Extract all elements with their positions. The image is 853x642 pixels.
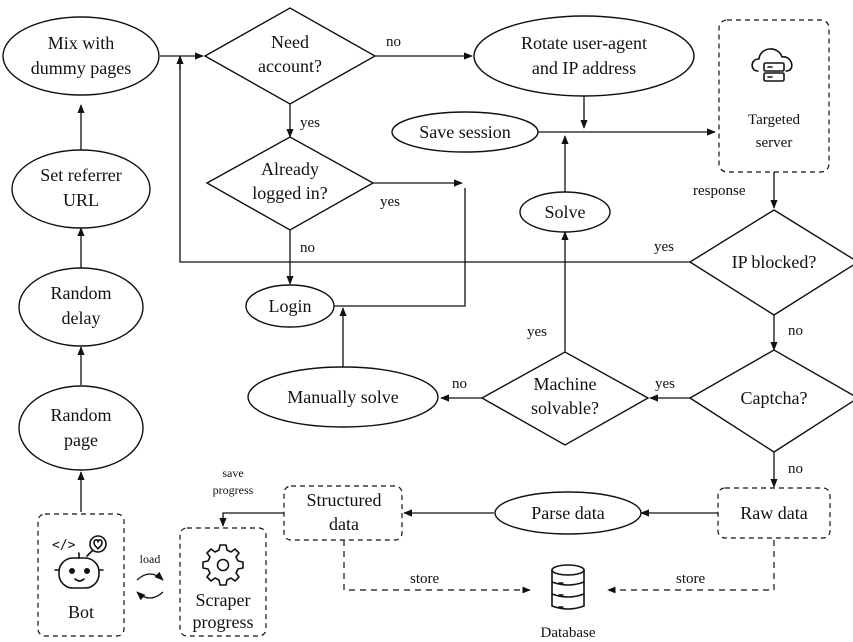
- node-raw-data: Raw data: [717, 487, 831, 539]
- label-no-rotate: no: [386, 34, 401, 50]
- edge-ip-blocked-to-mix: [179, 56, 690, 263]
- label-no-login: no: [300, 240, 315, 256]
- logged-line-1: Already: [261, 159, 319, 179]
- random-page-line-2: page: [64, 430, 98, 450]
- server-line-2: server: [756, 135, 793, 151]
- machine-line-2: solvable?: [531, 398, 599, 418]
- solve-text: Solve: [544, 202, 585, 222]
- login-text: Login: [269, 296, 312, 316]
- node-database: Database: [541, 564, 596, 641]
- gear-icon: [202, 544, 244, 586]
- edge-structured-to-progress: [219, 512, 284, 527]
- edge-raw-to-database: [607, 540, 775, 594]
- label-no-manual: no: [452, 376, 467, 392]
- label-no-raw: no: [788, 461, 803, 477]
- edge-login-to-save: [334, 188, 466, 307]
- node-captcha: Captcha?: [688, 349, 853, 453]
- label-save-progress-1: save: [222, 466, 243, 480]
- structured-line-1: Structured: [307, 490, 382, 510]
- node-parse-data: Parse data: [494, 491, 642, 535]
- need-account-line-1: Need: [271, 32, 309, 52]
- referrer-line-2: URL: [63, 190, 99, 210]
- node-scraper-progress: Scraper progress: [179, 527, 267, 637]
- rotate-line-1: Rotate user-agent: [521, 33, 647, 53]
- machine-line-1: Machine: [534, 374, 597, 394]
- referrer-line-1: Set referrer: [40, 165, 121, 185]
- label-load: load: [140, 552, 161, 566]
- nodes: Mix with dummy pages Need account? Rotat…: [2, 7, 853, 641]
- save-session-text: Save session: [419, 122, 511, 142]
- mix-line-2: dummy pages: [31, 58, 132, 78]
- random-page-line-1: Random: [51, 405, 112, 425]
- need-account-line-2: account?: [258, 56, 322, 76]
- label-yes-solve: yes: [527, 324, 547, 340]
- node-solve: Solve: [519, 191, 611, 233]
- captcha-text: Captcha?: [741, 388, 808, 408]
- ip-blocked-text: IP blocked?: [732, 252, 817, 272]
- node-already-logged-in: Already logged in?: [205, 136, 375, 231]
- manual-text: Manually solve: [287, 387, 398, 407]
- server-line-1: Targeted: [748, 112, 800, 128]
- mix-line-1: Mix with: [48, 33, 115, 53]
- label-yes-machine: yes: [655, 376, 675, 392]
- node-ip-blocked: IP blocked?: [688, 209, 853, 316]
- edge-labels: no yes yes no response yes no yes yes no…: [140, 34, 803, 587]
- svg-text:</>: </>: [52, 538, 76, 553]
- progress-line-1: Scraper: [196, 590, 251, 610]
- rotate-line-2: and IP address: [532, 58, 636, 78]
- node-structured-data: Structured data: [283, 485, 403, 541]
- label-store-right: store: [676, 571, 706, 587]
- label-no-captcha: no: [788, 323, 803, 339]
- robot-icon: </>: [52, 535, 107, 589]
- cloud-server-icon: [751, 48, 793, 82]
- node-need-account: Need account?: [203, 7, 377, 105]
- label-store-left: store: [410, 571, 440, 587]
- raw-text: Raw data: [740, 503, 807, 523]
- load-arrow-top: [136, 571, 164, 581]
- progress-line-2: progress: [193, 612, 254, 632]
- delay-line-1: Random: [51, 283, 112, 303]
- database-text: Database: [541, 625, 596, 641]
- parse-text: Parse data: [531, 503, 604, 523]
- label-response: response: [693, 183, 746, 199]
- node-mix-dummy-pages: Mix with dummy pages: [2, 16, 160, 96]
- label-save-progress-2: progress: [213, 483, 254, 497]
- edge-structured-to-database: [343, 540, 531, 594]
- node-random-page: Random page: [18, 385, 144, 471]
- node-save-session: Save session: [391, 111, 539, 153]
- label-yes-save-session: yes: [380, 194, 400, 210]
- node-manually-solve: Manually solve: [247, 366, 439, 428]
- node-targeted-server: Targeted server: [718, 19, 830, 173]
- database-icon: [551, 564, 585, 610]
- bot-text: Bot: [68, 602, 94, 622]
- edges: [77, 52, 778, 601]
- node-bot: </> Bot: [37, 513, 125, 637]
- node-machine-solvable: Machine solvable?: [480, 351, 650, 446]
- structured-line-2: data: [329, 514, 359, 534]
- load-arrow-bottom: [136, 591, 164, 601]
- node-set-referrer-url: Set referrer URL: [11, 149, 151, 229]
- node-login: Login: [245, 284, 335, 328]
- label-yes-ip-blocked: yes: [654, 239, 674, 255]
- delay-line-2: delay: [62, 308, 101, 328]
- logged-line-2: logged in?: [252, 183, 327, 203]
- node-rotate-ua-ip: Rotate user-agent and IP address: [473, 15, 695, 97]
- node-random-delay: Random delay: [18, 267, 144, 347]
- label-yes-logged: yes: [300, 115, 320, 131]
